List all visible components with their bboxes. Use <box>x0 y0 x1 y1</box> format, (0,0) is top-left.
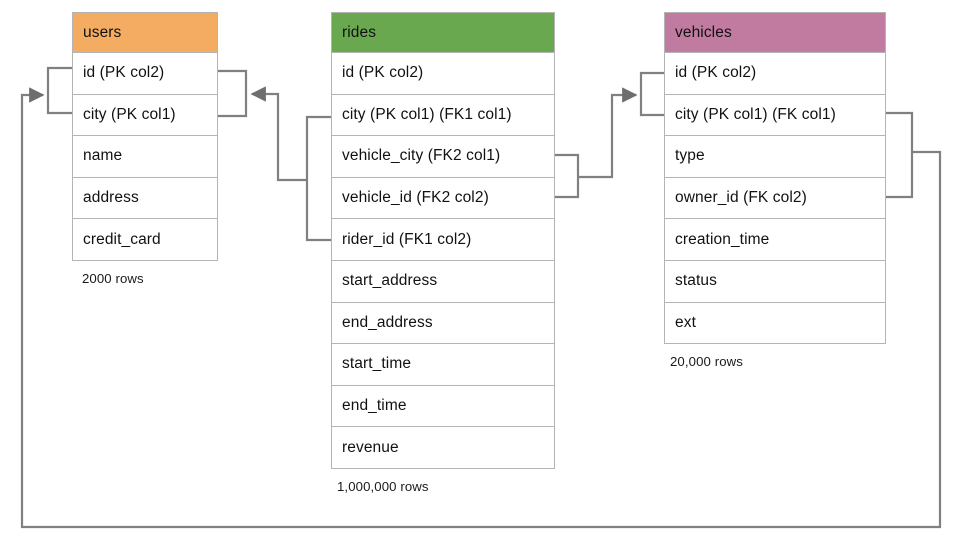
entity-vehicles-column-ext: ext <box>664 302 886 345</box>
entity-rides-header: rides <box>331 12 555 53</box>
entity-rides-column-start-address: start_address <box>331 260 555 303</box>
entity-vehicles: vehicles id (PK col2) city (PK col1) (FK… <box>664 12 886 345</box>
entity-users-column-id: id (PK col2) <box>72 53 218 95</box>
entity-users-header: users <box>72 12 218 53</box>
wire-rides-fk1-to-users <box>250 86 307 182</box>
entity-vehicles-header: vehicles <box>664 12 886 53</box>
entity-rides-column-end-address: end_address <box>331 302 555 345</box>
entity-vehicles-column-type: type <box>664 136 886 178</box>
entity-rides-column-start-time: start_time <box>331 344 555 386</box>
entity-vehicles-column-city: city (PK col1) (FK col1) <box>664 94 886 137</box>
entity-vehicles-column-id: id (PK col2) <box>664 53 886 95</box>
entity-rides-column-vehicle-id: vehicle_id (FK2 col2) <box>331 177 555 220</box>
entity-rides-column-city: city (PK col1) (FK1 col1) <box>331 94 555 137</box>
entity-users-column-city: city (PK col1) <box>72 94 218 137</box>
entity-rides-column-id: id (PK col2) <box>331 53 555 95</box>
entity-users-column-credit-card: credit_card <box>72 219 218 261</box>
entity-users-row-count: 2000 rows <box>82 271 144 286</box>
entity-vehicles-column-status: status <box>664 260 886 303</box>
entity-rides-column-revenue: revenue <box>331 427 555 469</box>
wire-rides-fk2-to-vehicles <box>578 87 638 179</box>
entity-rides-column-vehicle-city: vehicle_city (FK2 col1) <box>331 136 555 178</box>
entity-users-column-address: address <box>72 177 218 220</box>
entity-vehicles-row-count: 20,000 rows <box>670 354 743 369</box>
entity-users: users id (PK col2) city (PK col1) name a… <box>72 12 218 261</box>
entity-vehicles-column-owner-id: owner_id (FK col2) <box>664 177 886 220</box>
entity-vehicles-column-creation-time: creation_time <box>664 219 886 261</box>
entity-users-column-name: name <box>72 136 218 178</box>
entity-rides-column-end-time: end_time <box>331 385 555 428</box>
entity-rides-column-rider-id: rider_id (FK1 col2) <box>331 219 555 261</box>
entity-rides: rides id (PK col2) city (PK col1) (FK1 c… <box>331 12 555 469</box>
entity-rides-row-count: 1,000,000 rows <box>337 479 429 494</box>
